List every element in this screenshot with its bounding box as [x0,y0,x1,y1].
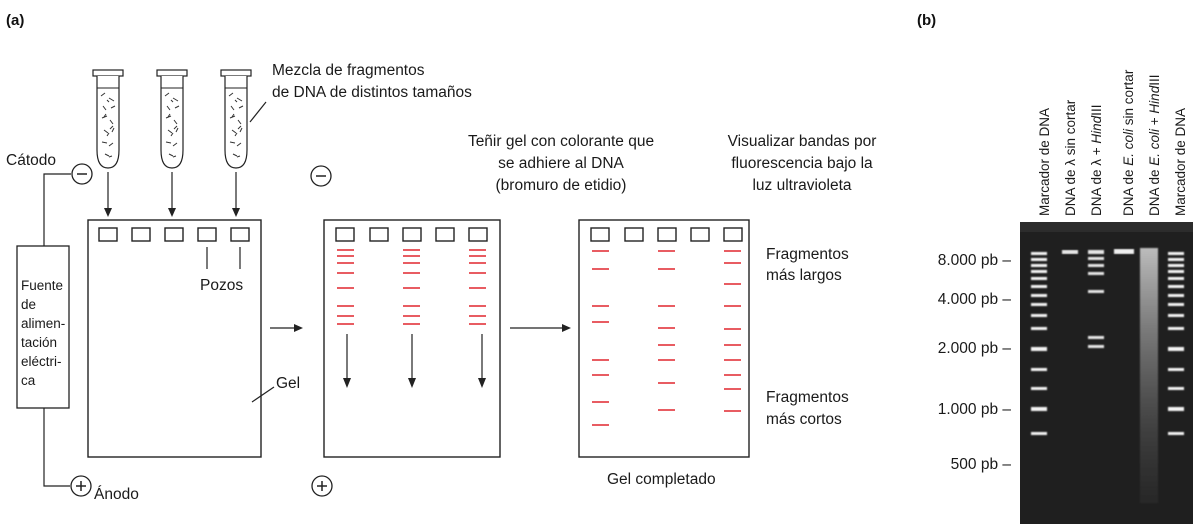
gel-2-wells [335,227,488,242]
gel-3-wells [590,227,743,242]
migration-arrows [343,334,486,388]
mix-label-line1: Mezcla de fragmentos [272,62,425,79]
panel-a-label: (a) [6,12,24,29]
gel-2-bands [337,249,486,325]
test-tube [156,69,188,169]
svg-text:Teñir gel con colorante que: Teñir gel con colorante que [468,133,654,150]
stain-instruction: Teñir gel con colorante que se adhiere a… [468,133,654,194]
size-labels: 8.000 pb – 4.000 pb – 2.000 pb – 1.000 p… [938,252,1012,473]
svg-text:ca: ca [21,373,36,388]
gel-1 [87,219,262,458]
svg-text:2.000 pb –: 2.000 pb – [938,340,1012,357]
svg-text:luz ultravioleta: luz ultravioleta [752,177,851,194]
svg-text:1.000 pb –: 1.000 pb – [938,401,1012,418]
gel-label: Gel [276,375,300,392]
gel-leader [251,386,275,403]
gel-1-wells [98,227,250,242]
lane-label-marker-2: Marcador de DNA [1173,108,1188,216]
svg-text:eléctri-: eléctri- [21,354,62,369]
svg-text:Fragmentos: Fragmentos [766,246,849,263]
svg-text:alimen-: alimen- [21,316,65,331]
cathode-label: Cátodo [6,152,56,169]
svg-text:500 pb –: 500 pb – [951,456,1012,473]
power-supply-box [16,245,70,409]
test-tube [220,69,252,169]
svg-text:más cortos: más cortos [766,411,842,428]
wells-label: Pozos [200,277,243,294]
power-supply-label: Fuente de alimen- tación eléctri- ca [21,278,65,388]
svg-text:más largos: más largos [766,267,842,284]
lane-label-marker-1: Marcador de DNA [1037,108,1052,216]
mix-label-line2: de DNA de distintos tamaños [272,84,472,101]
lane-label-ecoli-hindiii: DNA de E. coli + HindIII [1147,75,1162,216]
tube-to-well-arrows [104,172,240,217]
svg-text:Visualizar bandas por: Visualizar bandas por [728,133,877,150]
svg-text:Fuente: Fuente [21,278,63,293]
panel-b-label: (b) [917,12,936,29]
lane-labels: Marcador de DNA DNA de λ sin cortar DNA … [1037,69,1188,216]
mix-leader-line [249,101,267,123]
test-tubes [92,69,252,169]
svg-text:de: de [21,297,36,312]
lane-label-lambda-hindiii: DNA de λ + HindIII [1089,105,1104,216]
gel-completed-label: Gel completado [607,471,716,488]
svg-text:8.000 pb –: 8.000 pb – [938,252,1012,269]
svg-text:(bromuro de etidio): (bromuro de etidio) [496,177,627,194]
test-tube [92,69,124,169]
gel-photo [1020,222,1193,524]
anode-label: Ánodo [94,486,139,503]
anode-wire [43,408,70,487]
svg-text:se adhiere al DNA: se adhiere al DNA [498,155,624,172]
visualize-instruction: Visualizar bandas por fluorescencia bajo… [728,133,877,194]
svg-text:Fragmentos: Fragmentos [766,389,849,406]
svg-text:fluorescencia bajo la: fluorescencia bajo la [731,155,873,172]
gel-completed [578,219,750,458]
gel-3-bands [592,250,741,426]
long-fragments-label: Fragmentos más largos [766,246,849,284]
lane-label-lambda-uncut: DNA de λ sin cortar [1063,99,1078,216]
svg-text:4.000 pb –: 4.000 pb – [938,291,1012,308]
short-fragments-label: Fragmentos más cortos [766,389,849,428]
cathode-wire [43,173,71,246]
svg-text:tación: tación [21,335,57,350]
lane-label-ecoli-uncut: DNA de E. coli sin cortar [1121,69,1136,216]
